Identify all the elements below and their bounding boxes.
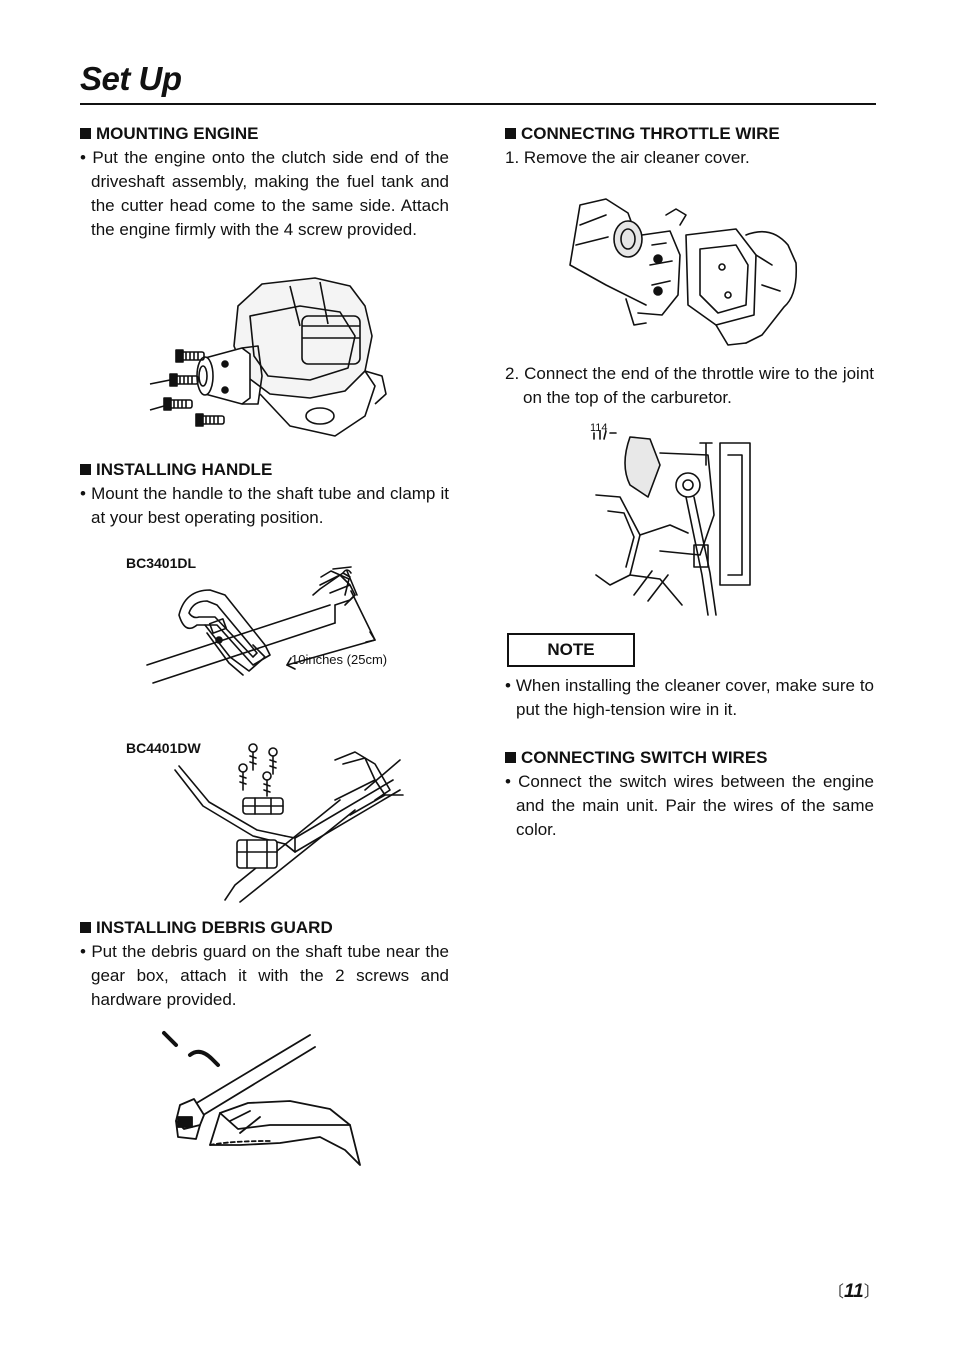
note-text: • When installing the cleaner cover, mak…: [505, 676, 874, 719]
dimension-label: 10inches (25cm): [291, 652, 388, 667]
square-bullet-icon: [80, 464, 91, 475]
air-cleaner-cover-illustration: [569, 198, 798, 346]
section-heading: CONNECTING SWITCH WIRES: [521, 748, 768, 767]
engine-mounting-illustration: [149, 277, 387, 437]
page-number: 〔11〕: [828, 1281, 880, 1302]
section-text: • Connect the switch wires between the e…: [505, 772, 874, 839]
section-note: • When installing the cleaner cover, mak…: [505, 674, 874, 722]
section-heading: CONNECTING THROTTLE WIRE: [521, 124, 780, 143]
section-heading: INSTALLING HANDLE: [96, 460, 273, 479]
step-1: 1. Remove the air cleaner cover.: [505, 148, 750, 167]
model-label-bc4401dw: BC4401DW: [126, 740, 201, 756]
bike-handle-illustration: [174, 743, 404, 903]
section-heading: MOUNTING ENGINE: [96, 124, 259, 143]
page-title: Set Up: [80, 60, 182, 97]
section-heading: INSTALLING DEBRIS GUARD: [96, 918, 333, 937]
carburetor-illustration: [593, 430, 751, 616]
section-mounting-engine: MOUNTING ENGINE • Put the engine onto th…: [80, 122, 449, 242]
figure-mark: 114: [590, 422, 608, 434]
square-bullet-icon: [80, 922, 91, 933]
section-installing-handle: INSTALLING HANDLE • Mount the handle to …: [80, 458, 449, 530]
section-installing-debris-guard: INSTALLING DEBRIS GUARD • Put the debris…: [80, 916, 449, 1012]
step-2: 2. Connect the end of the throttle wire …: [505, 364, 874, 407]
section-throttle-step-2: 2. Connect the end of the throttle wire …: [505, 362, 874, 410]
square-bullet-icon: [80, 128, 91, 139]
debris-guard-illustration: [162, 1031, 361, 1166]
title-divider: [80, 103, 876, 105]
square-bullet-icon: [505, 752, 516, 763]
loop-handle-illustration: [146, 566, 376, 684]
model-label-bc3401dl: BC3401DL: [126, 555, 197, 571]
section-connecting-throttle-wire: CONNECTING THROTTLE WIRE 1. Remove the a…: [505, 122, 874, 170]
section-connecting-switch-wires: CONNECTING SWITCH WIRES • Connect the sw…: [505, 746, 874, 842]
note-box: NOTE: [507, 633, 635, 667]
section-text: • Put the debris guard on the shaft tube…: [80, 942, 449, 1009]
section-text: • Mount the handle to the shaft tube and…: [80, 484, 449, 527]
square-bullet-icon: [505, 128, 516, 139]
section-text: • Put the engine onto the clutch side en…: [80, 148, 449, 239]
